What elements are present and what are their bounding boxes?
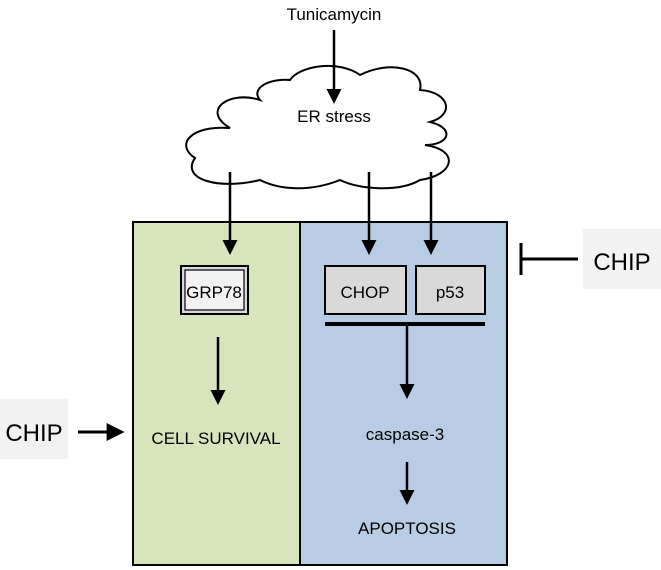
er-cloud-shape [185,64,450,190]
grp78-label: GRP78 [186,283,242,302]
chop-box [324,265,407,315]
p53-label: p53 [436,283,464,302]
apoptosis-label: APOPTOSIS [358,519,456,538]
tunicamycin-label: Tunicamycin [287,5,382,24]
p53-box [415,265,486,315]
caspase3-label: caspase-3 [366,425,444,444]
chop-label: CHOP [340,283,389,302]
grp78-inner [184,269,245,311]
cell-survival-label: CELL SURVIVAL [151,429,280,448]
chip-right-badge [583,229,661,289]
chip-left-label: CHIP [5,420,62,447]
er-stress-label: ER stress [297,107,371,126]
chip-left-badge [0,399,68,459]
chip-right-label: CHIP [593,249,650,276]
